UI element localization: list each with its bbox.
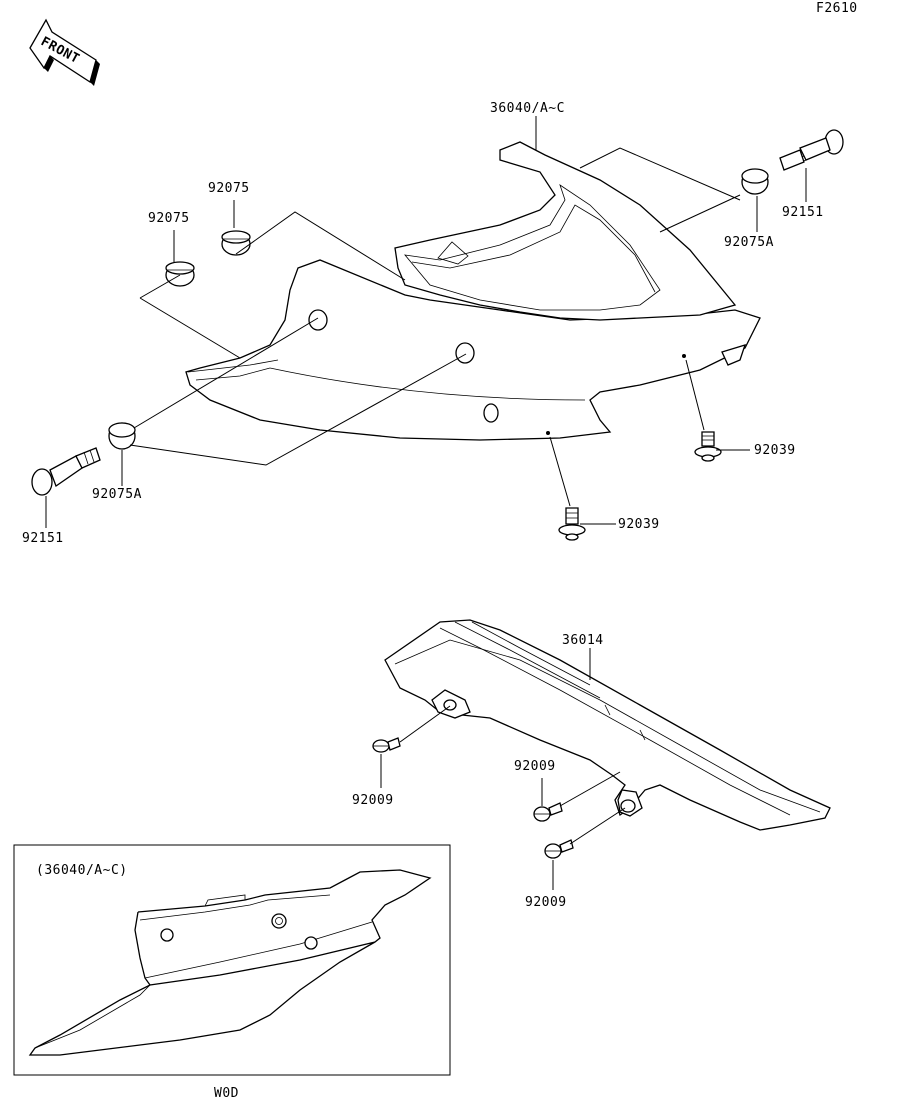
seat-cover-part [185,141,761,441]
callout-92039-right: 92039 [754,443,796,458]
callout-92009-mid: 92009 [514,759,556,774]
callout-36014: 36014 [562,633,604,648]
callout-92009-low: 92009 [525,895,567,910]
leader-lines-middle [380,648,626,890]
bolt-92151-left [31,447,101,496]
grommet-92075a-right [741,168,769,195]
callout-36040: 36040/A~C [490,101,565,116]
inset-box: (36040/A~C) [13,844,451,1076]
inset-variant-label: W0D [214,1086,239,1101]
callout-92075a-left: 92075A [92,487,142,502]
callout-92075-mid: 92075 [208,181,250,196]
screw-92009-low [544,839,574,859]
screw-92009-left [372,737,401,753]
grommet-92075-left [165,261,195,287]
front-arrow-icon: FRONT [29,18,100,86]
clip-92039-right [694,431,722,462]
callout-92039-center: 92039 [618,517,660,532]
callout-92151-left: 92151 [22,531,64,546]
callout-92075a-right: 92075A [724,235,774,250]
figure-code: F2610 [816,1,858,16]
chain-guard-part [384,619,831,831]
callout-92009-left: 92009 [352,793,394,808]
callout-92151-right: 92151 [782,205,824,220]
grommet-92075-mid [221,230,251,256]
inset-seat-cover-part [28,869,432,1056]
screw-92009-mid [533,802,563,822]
leader-lines-top [45,116,807,528]
bolt-92151-right [779,129,844,171]
inset-caption: (36040/A~C) [36,863,128,878]
clip-92039-center [558,507,586,541]
grommet-92075a-left [108,422,136,450]
callout-92075-left: 92075 [148,211,190,226]
